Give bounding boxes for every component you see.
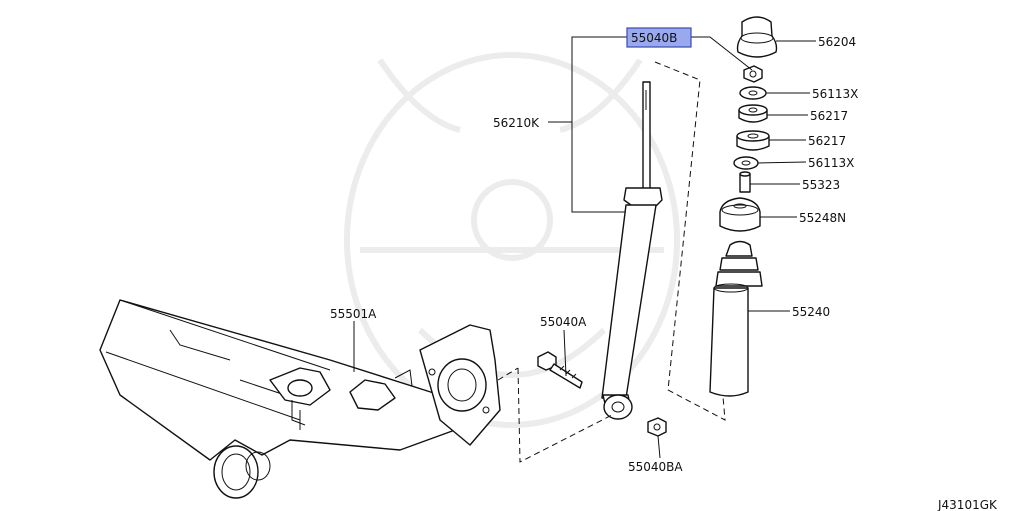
bound-bumper-55248n-drawing — [719, 197, 761, 232]
drawing-code: J43101GK — [937, 498, 998, 511]
leader-lines — [353, 36, 816, 459]
callout-56217-upper[interactable]: 56217 — [810, 109, 848, 123]
shock-absorber-drawing — [601, 81, 663, 420]
callout-55040ba[interactable]: 55040BA — [628, 460, 683, 474]
mount-insulator-56204-drawing — [736, 16, 778, 58]
callout-55240[interactable]: 55240 — [792, 305, 830, 319]
callout-55323[interactable]: 55323 — [802, 178, 840, 192]
callout-56113x-upper[interactable]: 56113X — [812, 87, 858, 101]
axle-beam-drawing — [99, 299, 501, 499]
assembly-guide-lines — [497, 61, 726, 463]
nut-56113x-drawing — [743, 65, 763, 83]
callout-55248n[interactable]: 55248N — [799, 211, 846, 225]
lower-bolt-55040a-drawing — [537, 351, 583, 389]
callout-56217-lower[interactable]: 56217 — [808, 134, 846, 148]
callout-55040b-highlighted[interactable]: 55040B — [631, 31, 677, 45]
bushing-56217-upper-drawing — [738, 104, 768, 123]
dust-cover-55240-drawing — [709, 240, 763, 397]
washer-56113x-upper-drawing — [739, 86, 767, 100]
washer-56113x-lower-drawing — [733, 156, 759, 170]
callout-56204[interactable]: 56204 — [818, 35, 856, 49]
collar-55323-drawing — [739, 171, 751, 193]
bushing-56217-lower-drawing — [736, 130, 770, 151]
callout-56210k[interactable]: 56210K — [493, 116, 540, 130]
lower-nut-55040ba-drawing — [647, 417, 667, 437]
watermark-emblem — [344, 52, 680, 428]
callout-55040a[interactable]: 55040A — [540, 315, 587, 329]
callout-55501a[interactable]: 55501A — [330, 307, 377, 321]
highlight-box — [626, 27, 692, 48]
callout-56113x-lower[interactable]: 56113X — [808, 156, 854, 170]
